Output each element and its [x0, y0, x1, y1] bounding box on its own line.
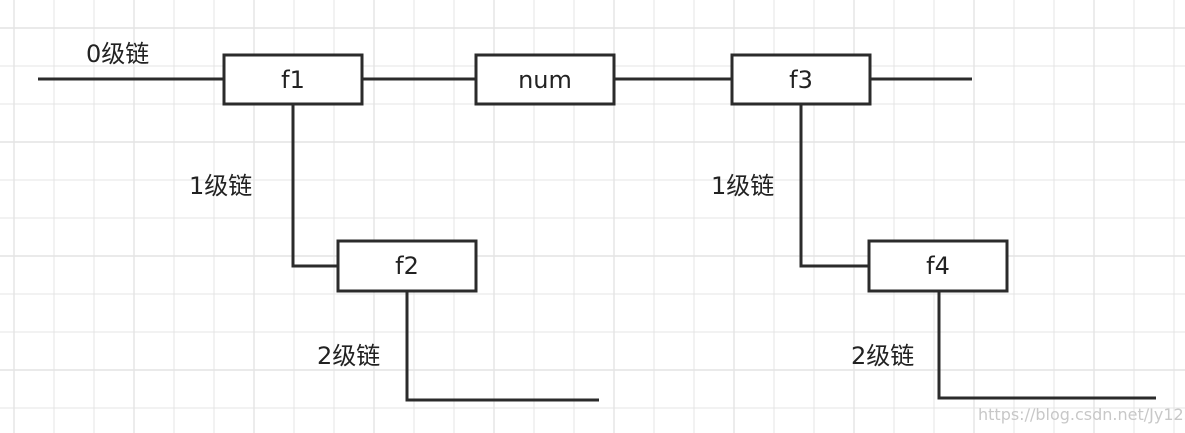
- node-f2: f2: [336, 239, 478, 293]
- level1-line-right: [799, 104, 869, 268]
- node-f4: f4: [867, 239, 1009, 293]
- level1-label-left: 1级链: [189, 172, 252, 200]
- node-num-label: num: [518, 66, 572, 94]
- node-f1-label: f1: [281, 66, 305, 94]
- node-num: num: [474, 53, 616, 106]
- level2-label-right: 2级链: [851, 342, 914, 370]
- level0-label: 0级链: [86, 40, 149, 68]
- connector-lines: [38, 77, 1156, 402]
- node-f2-label: f2: [395, 252, 419, 280]
- level2-line-right: [937, 291, 1156, 400]
- level2-line-left: [405, 291, 599, 402]
- node-f3: f3: [730, 53, 872, 106]
- node-f4-label: f4: [926, 252, 950, 280]
- watermark: https://blog.csdn.net/Jy123: [978, 405, 1185, 424]
- node-f3-label: f3: [789, 66, 813, 94]
- level2-label-left: 2级链: [317, 342, 380, 370]
- node-f1: f1: [222, 53, 364, 106]
- level1-line-left: [291, 104, 338, 268]
- level1-label-right: 1级链: [711, 172, 774, 200]
